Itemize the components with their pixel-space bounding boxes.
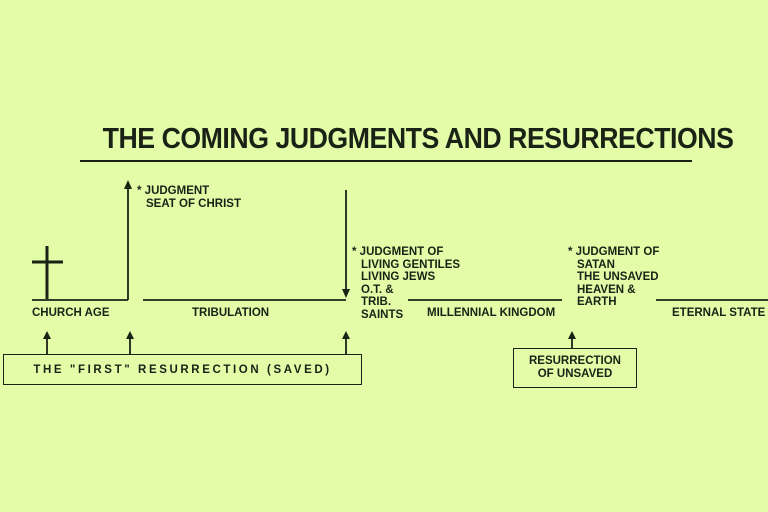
judgment-line: * JUDGMENT OF xyxy=(352,246,444,258)
period-label-tribulation: TRIBULATION xyxy=(192,307,270,319)
judgment-line: SEAT OF CHRIST xyxy=(146,197,241,210)
judgment-line: * JUDGMENT xyxy=(137,185,210,197)
page-title: THE COMING JUDGMENTS AND RESURRECTIONS xyxy=(102,123,734,155)
period-label-eternal-state: ETERNAL STATE xyxy=(672,307,766,319)
judgment-line: O.T. & xyxy=(361,283,394,296)
arrow-up-icon xyxy=(43,331,51,339)
cross-icon xyxy=(32,246,63,299)
judgment-line: SATAN xyxy=(577,258,615,271)
judgment-line: SAINTS xyxy=(361,308,404,321)
judgment-seat-of-christ: * JUDGMENT SEAT OF CHRIST xyxy=(137,185,241,210)
period-label-church-age: CHURCH AGE xyxy=(32,307,110,319)
judgment-line: THE UNSAVED xyxy=(577,271,659,283)
arrow-up-icon xyxy=(568,331,576,339)
arrow-up-icon xyxy=(342,331,350,339)
title-underline xyxy=(80,160,692,162)
arrow-up-icon xyxy=(126,331,134,339)
judgment-line: LIVING JEWS xyxy=(361,271,436,283)
first-resurrection-box: THE "FIRST" RESURRECTION (SAVED) xyxy=(3,354,362,385)
judgment-line: TRIB. xyxy=(361,296,392,308)
judgment-gentiles-jews-saints: * JUDGMENT OF LIVING GENTILES LIVING JEW… xyxy=(352,246,460,321)
judgment-line: * JUDGMENT OF xyxy=(568,246,660,258)
first-resurrection-label: THE "FIRST" RESURRECTION (SAVED) xyxy=(33,363,332,376)
arrow-down-icon xyxy=(342,289,350,298)
arrow-up-icon xyxy=(124,180,132,189)
period-label-millennial-kingdom: MILLENNIAL KINGDOM xyxy=(427,307,556,319)
judgment-satan-unsaved: * JUDGMENT OF SATAN THE UNSAVED HEAVEN &… xyxy=(568,246,659,309)
judgment-line: HEAVEN & xyxy=(577,283,636,296)
judgment-line: LIVING GENTILES xyxy=(361,258,461,271)
judgment-line: EARTH xyxy=(577,296,617,308)
unsaved-resurrection-line: OF UNSAVED xyxy=(537,368,613,380)
unsaved-resurrection-box: RESURRECTION OF UNSAVED xyxy=(513,348,637,388)
unsaved-resurrection-line: RESURRECTION xyxy=(528,355,621,367)
